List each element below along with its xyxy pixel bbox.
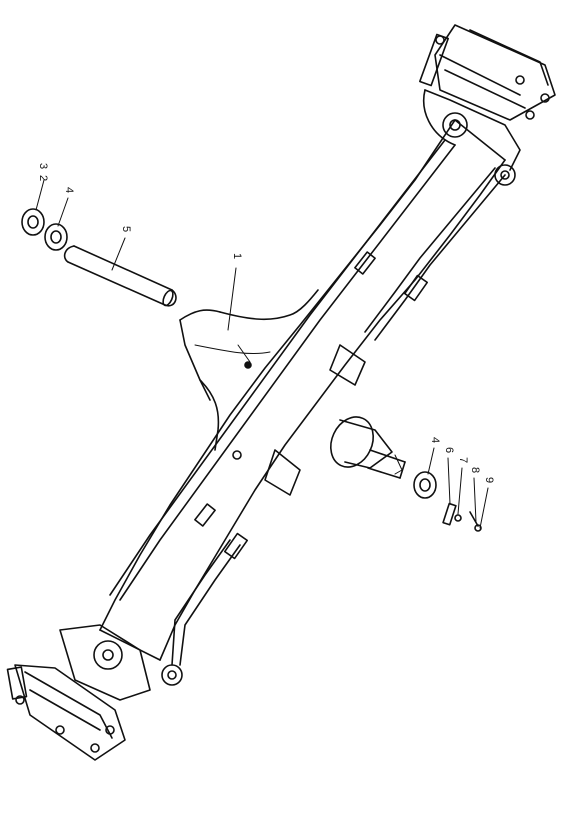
callout-7: 7: [457, 457, 469, 463]
callout-2: 2: [37, 175, 49, 181]
small-parts-6-9: [442, 502, 482, 532]
shaft-tube-part5: [63, 245, 177, 307]
callout-4-upper: 4: [63, 187, 75, 193]
hub-lower-left: [6, 624, 183, 761]
callout-4-lower: 4: [429, 437, 441, 443]
callout-6: 6: [443, 447, 455, 453]
callout-5: 5: [120, 226, 132, 232]
callout-9: 9: [483, 477, 495, 483]
tie-rod: [171, 167, 506, 666]
axle-housing: [99, 119, 506, 661]
leader-lines: [35, 179, 489, 529]
differential-carrier: [179, 289, 319, 451]
washer-part-4-lower: [413, 471, 437, 499]
callout-3: 3: [37, 163, 49, 169]
washer-part-4-upper: [44, 223, 68, 251]
hub-upper-right: [419, 24, 556, 186]
callout-1: 1: [231, 253, 243, 259]
washer-parts-2-3: [21, 208, 45, 236]
damper-blocks: [264, 344, 366, 496]
center-rod: [109, 139, 456, 601]
callout-8: 8: [469, 467, 481, 473]
pinion-nose: [330, 416, 406, 479]
